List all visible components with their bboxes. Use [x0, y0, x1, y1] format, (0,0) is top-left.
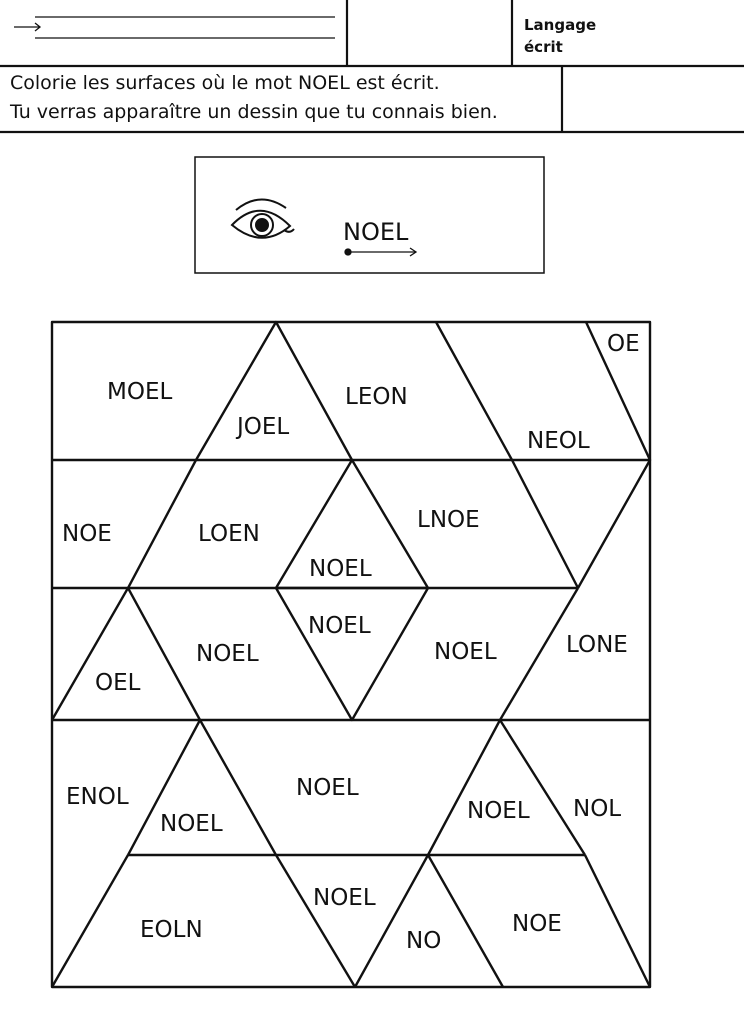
puzzle-word: EOLN	[140, 917, 203, 943]
puzzle-word: NOE	[512, 911, 562, 937]
puzzle-words: MOEL JOEL LEON NEOL OE NOE LOEN NOEL LNO…	[62, 331, 640, 954]
puzzle-edge	[274, 854, 357, 988]
puzzle-word: NOEL	[434, 639, 497, 665]
reading-direction-arrow-icon	[344, 247, 418, 257]
section-label-line1: Langage	[524, 16, 596, 34]
puzzle-word: MOEL	[107, 379, 172, 405]
puzzle-border	[50, 320, 652, 989]
header	[0, 0, 744, 68]
puzzle-word: NOEL	[160, 811, 223, 837]
section-label-line2: écrit	[524, 38, 563, 56]
puzzle-word: ENOL	[66, 784, 129, 810]
puzzle-grid	[50, 320, 652, 989]
puzzle-edge	[274, 458, 430, 590]
puzzle-edge	[426, 718, 587, 856]
model-word: NOEL	[343, 218, 409, 246]
puzzle-edge	[576, 321, 652, 589]
eye-icon	[230, 198, 295, 239]
puzzle-edge	[50, 854, 130, 988]
puzzle-word: NOEL	[313, 885, 376, 911]
puzzle-word: LOEN	[198, 521, 260, 547]
puzzle-word: NOEL	[308, 613, 371, 639]
puzzle-word: LEON	[345, 384, 408, 410]
puzzle-edge	[126, 587, 202, 721]
puzzle-edge	[498, 587, 580, 721]
puzzle-word: NOE	[62, 521, 112, 547]
puzzle-edge	[434, 321, 580, 589]
puzzle-word: JOEL	[235, 414, 289, 440]
instruction-line-2: Tu verras apparaître un dessin que tu co…	[9, 101, 498, 123]
writing-arrow-icon	[14, 22, 42, 32]
puzzle-word: OE	[607, 331, 640, 357]
puzzle-word: NOEL	[467, 798, 530, 824]
puzzle-word: NOEL	[309, 556, 372, 582]
puzzle-edge	[126, 718, 278, 856]
puzzle-edge	[126, 459, 198, 589]
puzzle-word: NOEL	[296, 775, 359, 801]
puzzle-edge	[274, 587, 430, 722]
puzzle-edge	[50, 587, 130, 721]
instructions-frame	[0, 66, 744, 134]
instruction-line-1: Colorie les surfaces où le mot NOEL est …	[10, 72, 440, 94]
puzzle-word: NO	[406, 928, 441, 954]
puzzle-edge	[353, 853, 505, 988]
model-box	[194, 156, 545, 274]
puzzle-word: LONE	[566, 632, 628, 658]
puzzle-word: NOL	[573, 796, 621, 822]
puzzle-word: NOEL	[196, 641, 259, 667]
puzzle-word: LNOE	[417, 507, 480, 533]
puzzle-word: NEOL	[527, 428, 590, 454]
puzzle-edge	[583, 854, 652, 988]
puzzle-edge	[194, 320, 354, 461]
puzzle-word: OEL	[95, 670, 141, 696]
